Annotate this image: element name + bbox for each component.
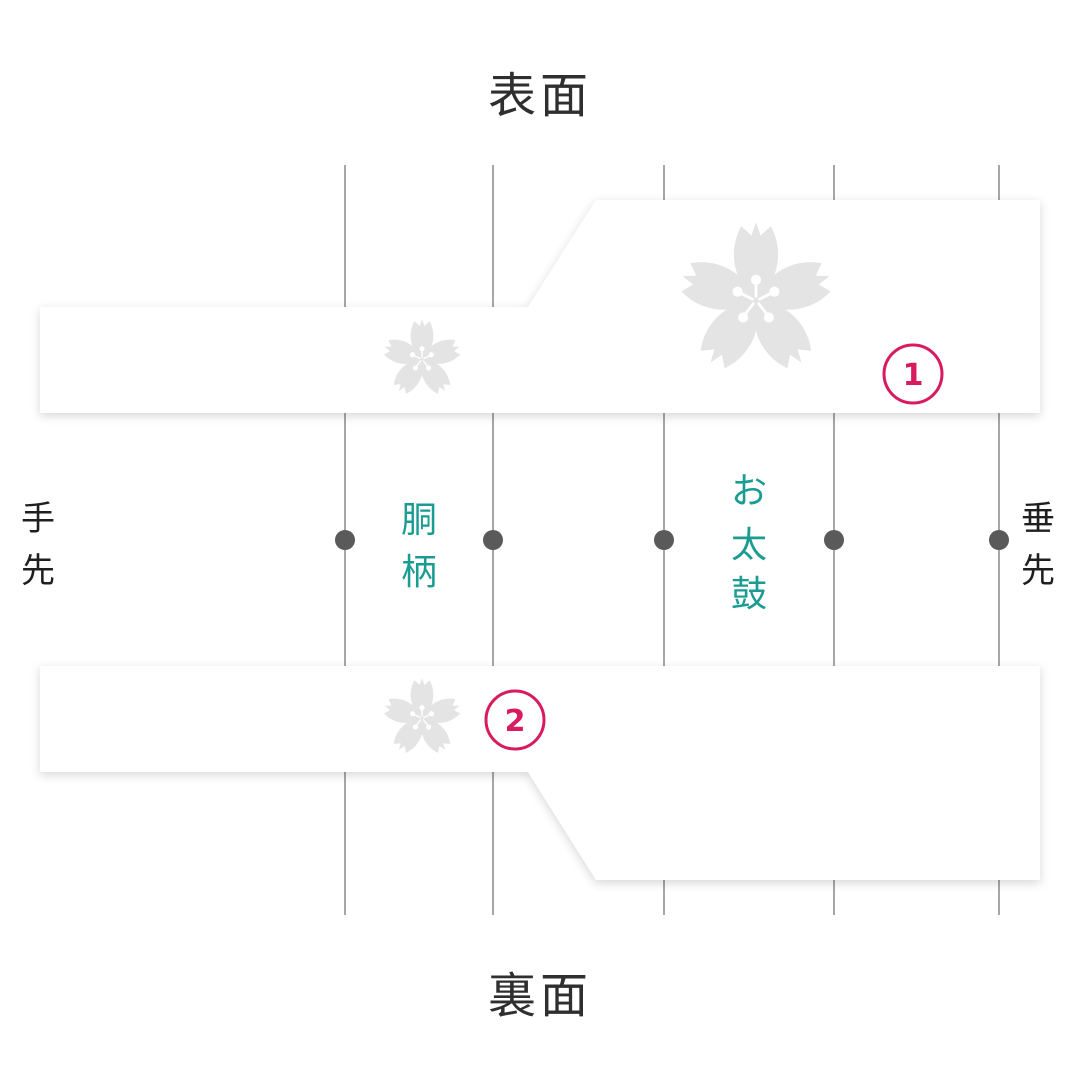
marker-front-number: 1 (903, 358, 924, 393)
circle-dot-icon (989, 530, 1009, 550)
section-dots (335, 530, 1009, 550)
circle-dot-icon (824, 530, 844, 550)
right-end-char-1: 垂 (1021, 499, 1055, 539)
left-end-char-1: 手 (21, 499, 55, 539)
front-title: 表面 (488, 68, 592, 124)
circle-dot-icon (483, 530, 503, 550)
otaiko-char-2: 太 (731, 525, 767, 566)
marker-front: 1 (882, 343, 944, 405)
dougara-char-2: 柄 (401, 552, 437, 593)
back-title: 裏面 (488, 968, 592, 1024)
circle-dot-icon (654, 530, 674, 550)
obi-band-front (40, 200, 1040, 413)
left-end-char-2: 先 (21, 551, 55, 591)
right-end-char-2: 先 (1021, 551, 1055, 591)
otaiko-char-3: 鼓 (731, 574, 767, 615)
circle-dot-icon (335, 530, 355, 550)
marker-back: 2 (484, 689, 546, 751)
marker-back-number: 2 (505, 704, 526, 739)
marker-circle (882, 343, 944, 405)
dougara-char-1: 胴 (401, 500, 437, 541)
marker-circle (484, 689, 546, 751)
otaiko-char-1: お (731, 471, 767, 512)
obi-band-back (40, 666, 1040, 880)
